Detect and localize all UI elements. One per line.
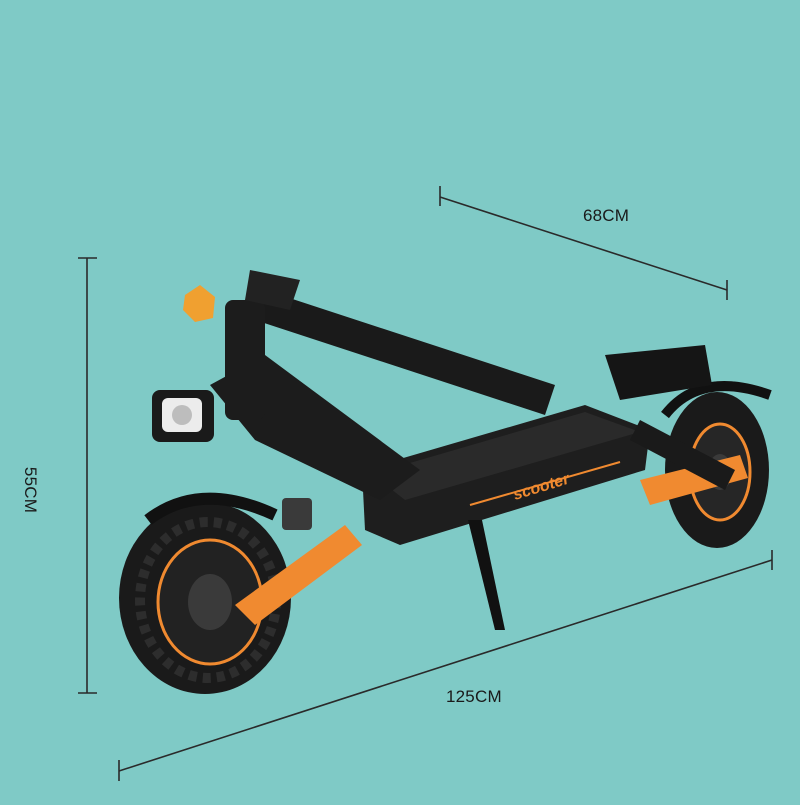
length-dimension-label: 125CM [446,687,502,706]
front-suspension [282,498,312,530]
rear-fender [661,381,772,419]
width-dimension-label: 68CM [583,206,630,225]
length-dimension-line [118,559,773,772]
headtube [225,300,265,420]
front-fender [144,492,278,525]
dimension-lines [78,186,773,781]
stem [210,270,555,500]
handlebar-clamp [245,270,300,310]
headlight [152,390,214,442]
front-wheel [119,492,291,694]
handle-grip [630,420,735,490]
width-dimension-line [439,196,728,291]
front-swingarm [235,525,362,625]
kickstand [468,520,505,630]
handlebar-tube [255,290,555,415]
rear-rack [605,345,712,400]
folding-knob [183,285,215,322]
height-dimension-label: 55CM [21,466,40,514]
deck: scooter [362,405,650,545]
